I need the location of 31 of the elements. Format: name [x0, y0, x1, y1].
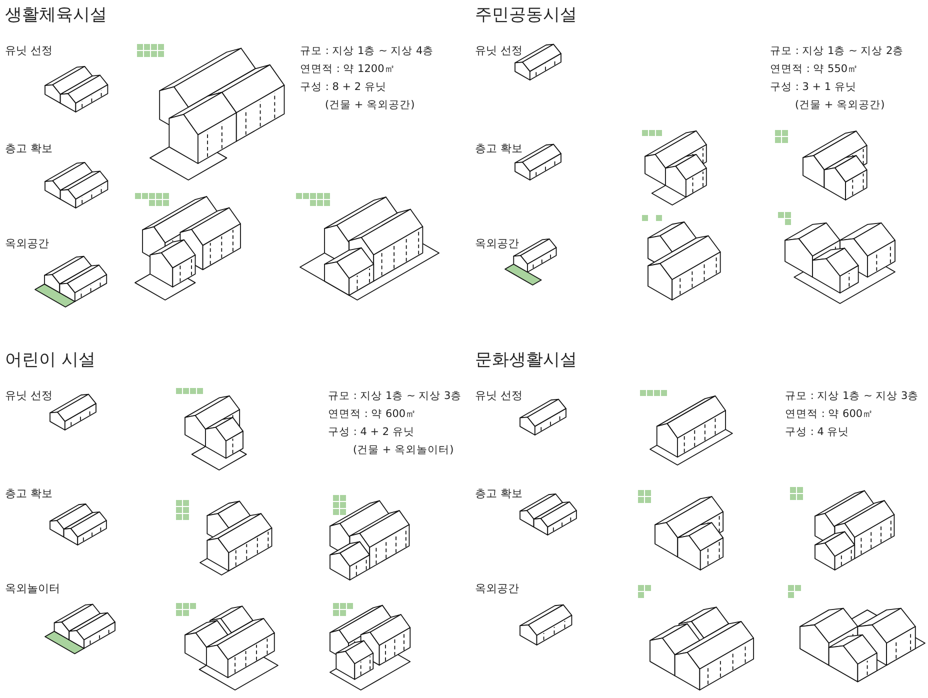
row-label: 층고 확보: [475, 487, 522, 500]
spec-text: 구성 : 3 + 1 유닛: [770, 81, 856, 94]
row-label: 유닛 선정: [475, 44, 522, 58]
spec-text: 구성 : 4 유닛: [785, 426, 850, 439]
row-label: 옥외놀이터: [5, 582, 60, 596]
spec-text: 규모 : 지상 1층 ~ 지상 2층: [770, 45, 904, 58]
spec-text: 구성 : 8 + 2 유닛: [300, 81, 386, 94]
spec-text: (건물 + 옥외공간): [795, 99, 885, 112]
row-label: 층고 확보: [5, 142, 52, 156]
spec-text: 연면적 : 약 600㎡: [785, 408, 874, 421]
spec-text: 규모 : 지상 1층 ~ 지상 4층: [300, 45, 434, 58]
spec-text: (건물 + 옥외공간): [325, 99, 415, 112]
spec-text: (건물 + 옥외놀이터): [353, 444, 454, 457]
spec-text: 구성 : 4 + 2 유닛: [328, 426, 414, 439]
row-label: 옥외공간: [475, 582, 519, 596]
row-label: 옥외공간: [475, 237, 519, 250]
section-title: 어린이 시설: [5, 350, 96, 370]
row-label: 유닛 선정: [5, 44, 52, 58]
spec-text: 규모 : 지상 1층 ~ 지상 3층: [328, 390, 462, 403]
spec-text: 규모 : 지상 1층 ~ 지상 3층: [785, 390, 919, 403]
row-label: 층고 확보: [475, 142, 522, 156]
spec-text: 연면적 : 약 600㎡: [328, 408, 417, 421]
spec-text: 연면적 : 약 550㎡: [770, 63, 859, 76]
section-title: 주민공동시설: [475, 5, 577, 26]
row-label: 유닛 선정: [5, 389, 52, 402]
row-label: 층고 확보: [5, 487, 52, 500]
section-title: 생활체육시설: [5, 5, 107, 26]
section-title: 문화생활시설: [475, 350, 577, 370]
row-label: 유닛 선정: [475, 389, 522, 402]
row-label: 옥외공간: [5, 237, 49, 250]
spec-text: 연면적 : 약 1200㎡: [300, 63, 396, 76]
